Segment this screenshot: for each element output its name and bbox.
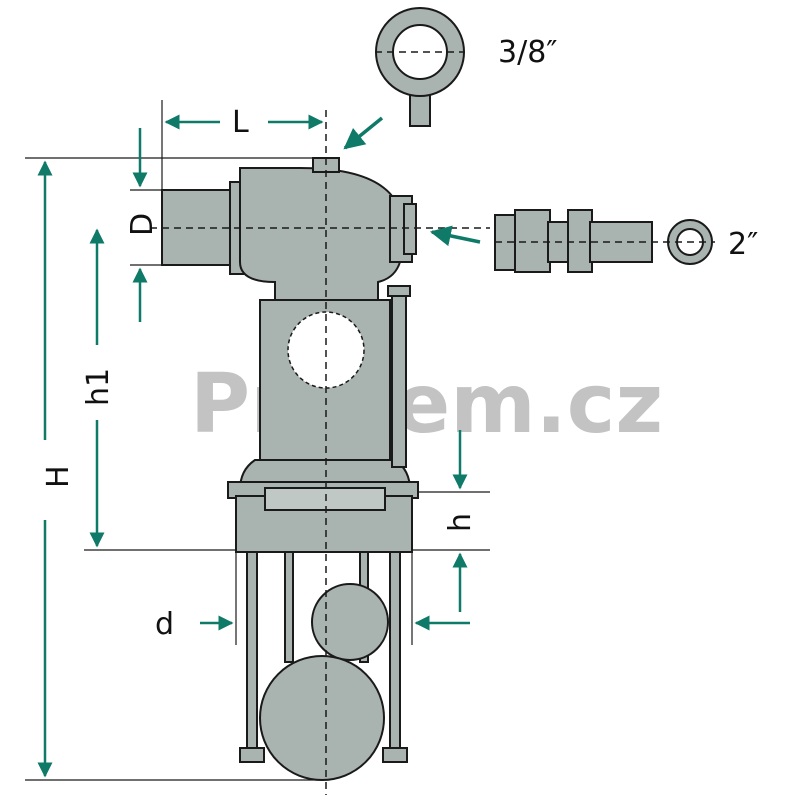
- extension-lines: [25, 100, 490, 781]
- label-h: h: [443, 513, 478, 532]
- label-d: d: [155, 607, 174, 642]
- inner-rod-left: [284, 551, 294, 663]
- right-rod-foot: [382, 747, 408, 763]
- left-float-rod: [246, 551, 258, 753]
- pointer-3-8: [343, 116, 384, 150]
- lower-float: [259, 655, 385, 781]
- side-rods: [387, 285, 411, 468]
- right-float-rod: [389, 551, 401, 753]
- label-inlet-small: 3/8″: [498, 35, 558, 70]
- label-h1: h1: [81, 368, 116, 406]
- label-D: D: [125, 213, 160, 236]
- fitting-2-nut: [514, 209, 551, 273]
- label-inlet-large: 2″: [728, 227, 758, 262]
- fitting-2-flange: [567, 209, 593, 273]
- label-L: L: [232, 105, 249, 140]
- top-housing: [239, 167, 401, 301]
- fitting-2: [494, 209, 713, 273]
- right-rod-cap: [387, 285, 411, 297]
- dimension-arrows: [37, 114, 481, 778]
- float-assembly: [239, 551, 408, 781]
- label-H: H: [41, 465, 76, 488]
- pointer-2: [429, 225, 481, 247]
- base-inner: [264, 487, 386, 511]
- upper-float: [311, 583, 389, 661]
- right-nozzle-cap: [403, 203, 417, 255]
- left-rod-foot: [239, 747, 265, 763]
- fitting-3-8: [375, 7, 465, 127]
- right-rod-upper: [391, 291, 407, 468]
